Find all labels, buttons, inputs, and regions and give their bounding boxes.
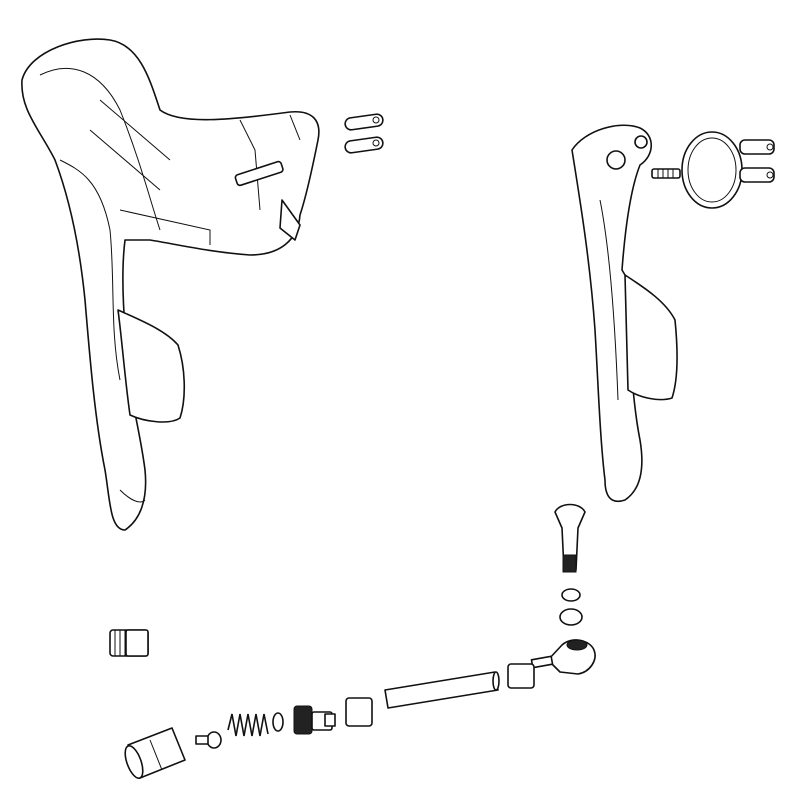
bleed-port-plug: [109, 629, 149, 657]
hose-fitting: [530, 639, 596, 675]
piston-cup: [195, 731, 222, 749]
reservoir-cap: [124, 727, 186, 779]
shift-brake-lever-body: [21, 38, 320, 531]
pin-pair: [344, 113, 384, 154]
handlebar-clamp: [681, 131, 775, 209]
olive: [507, 663, 535, 689]
spring: [227, 713, 269, 737]
compression-nut: [345, 697, 373, 727]
washers: [559, 588, 583, 626]
hose: [384, 671, 500, 709]
brake-lever-blade: [571, 124, 678, 502]
brand-logo-badge: [234, 160, 284, 187]
piston-assembly: [293, 705, 336, 735]
pivot-bolt: [554, 503, 586, 573]
seal: [272, 712, 284, 732]
clamp-bolt: [651, 168, 681, 179]
